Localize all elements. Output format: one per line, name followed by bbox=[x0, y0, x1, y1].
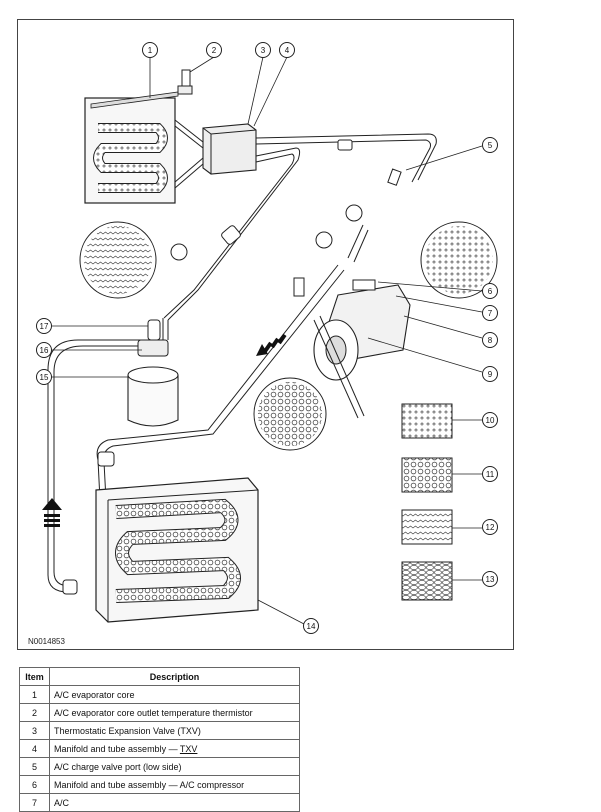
thermistor bbox=[177, 69, 193, 95]
condenser-core bbox=[95, 477, 259, 623]
callout-14: 14 bbox=[303, 618, 319, 634]
item-description: A/C evaporator core bbox=[49, 685, 300, 704]
item-number: 4 bbox=[19, 739, 50, 758]
callout-4: 4 bbox=[279, 42, 295, 58]
callout-17: 17 bbox=[36, 318, 52, 334]
table-row: 5 A/C charge valve port (low side) bbox=[19, 757, 300, 776]
table-row: 1 A/C evaporator core bbox=[19, 685, 300, 704]
callout-10: 10 bbox=[482, 412, 498, 428]
txv-link[interactable]: TXV bbox=[179, 743, 198, 754]
table-row: 7 A/C bbox=[19, 793, 300, 812]
item-number: 6 bbox=[19, 775, 50, 794]
compressor bbox=[293, 277, 411, 419]
item-description: Thermostatic Expansion Valve (TXV) bbox=[49, 721, 300, 740]
txv-block bbox=[202, 123, 257, 175]
item-number: 1 bbox=[19, 685, 50, 704]
callout-3: 3 bbox=[255, 42, 271, 58]
callout-1: 1 bbox=[142, 42, 158, 58]
diagram-illustration bbox=[42, 56, 498, 625]
item-description: A/C evaporator core outlet temperature t… bbox=[49, 703, 300, 722]
item-number: 7 bbox=[19, 793, 50, 812]
callout-12: 12 bbox=[482, 519, 498, 535]
item-description: A/C charge valve port (low side) bbox=[49, 757, 300, 776]
item-description: Manifold and tube assembly — A/C compres… bbox=[49, 775, 300, 794]
table-row: 6 Manifold and tube assembly — A/C compr… bbox=[19, 775, 300, 794]
item-description: A/C bbox=[49, 793, 300, 812]
table-row: 3 Thermostatic Expansion Valve (TXV) bbox=[19, 721, 300, 740]
charge-port bbox=[387, 168, 402, 186]
callout-16: 16 bbox=[36, 342, 52, 358]
table-row: 2 A/C evaporator core outlet temperature… bbox=[19, 703, 300, 722]
item-number: 3 bbox=[19, 721, 50, 740]
header-description: Description bbox=[49, 667, 300, 686]
accumulator bbox=[127, 319, 179, 427]
table-row: 4 Manifold and tube assembly — TXV bbox=[19, 739, 300, 758]
callout-9: 9 bbox=[482, 366, 498, 382]
callout-11: 11 bbox=[482, 466, 498, 482]
detail-magnifiers bbox=[79, 221, 498, 451]
legend-table: Item Description 1 A/C evaporator core 2… bbox=[19, 667, 300, 812]
ac-system-diagram: 1 2 3 4 5 6 7 8 9 10 11 12 13 14 15 16 1… bbox=[17, 19, 514, 650]
evaporator-core bbox=[84, 91, 179, 204]
item-number: 2 bbox=[19, 703, 50, 722]
callout-15: 15 bbox=[36, 369, 52, 385]
callout-13: 13 bbox=[482, 571, 498, 587]
callout-8: 8 bbox=[482, 332, 498, 348]
item-description: Manifold and tube assembly — TXV bbox=[49, 739, 300, 758]
callout-2: 2 bbox=[206, 42, 222, 58]
callout-5: 5 bbox=[482, 137, 498, 153]
item-description-text: Manifold and tube assembly — bbox=[54, 743, 180, 754]
figure-id: N0014853 bbox=[28, 637, 65, 646]
callout-7: 7 bbox=[482, 305, 498, 321]
header-item: Item bbox=[19, 667, 50, 686]
legend-swatches bbox=[401, 403, 453, 601]
callout-6: 6 bbox=[482, 283, 498, 299]
leader-lines bbox=[52, 56, 483, 625]
item-number: 5 bbox=[19, 757, 50, 776]
gauges bbox=[170, 204, 363, 261]
flow-arrows bbox=[42, 333, 287, 527]
